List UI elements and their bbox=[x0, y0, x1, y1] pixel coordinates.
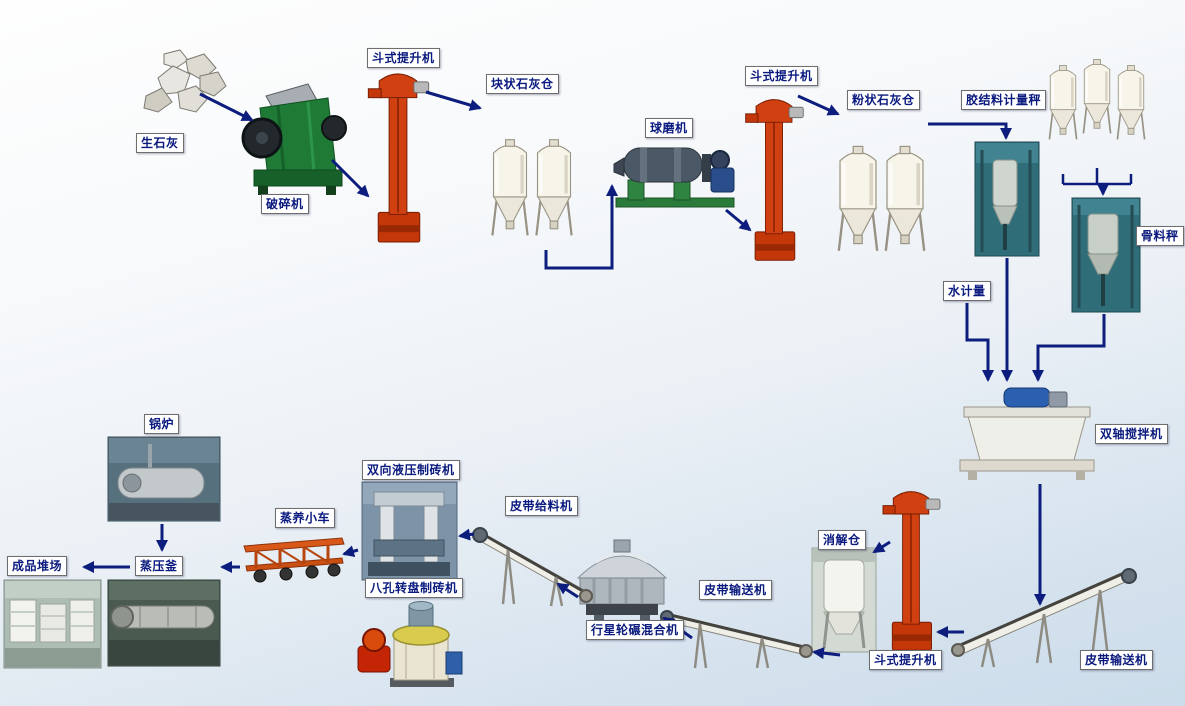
product-yard-image bbox=[3, 579, 102, 669]
arrow-aggregate-scale-to-mixer bbox=[1032, 314, 1106, 382]
binder-scale-image bbox=[974, 141, 1040, 257]
label-aggregate-scale: 骨料秤 bbox=[1136, 226, 1184, 246]
label-bucket-elevator-2: 斗式提升机 bbox=[745, 66, 818, 86]
label-bucket-elevator-1: 斗式提升机 bbox=[367, 48, 440, 68]
ball-mill-image bbox=[613, 147, 735, 208]
arrow-elevator3-to-slaking-silo bbox=[872, 540, 891, 554]
crusher-image bbox=[241, 83, 347, 195]
aggregate-silo-image bbox=[1049, 65, 1076, 139]
label-planetary-mixer: 行星轮碾混合机 bbox=[586, 620, 684, 640]
label-twin-shaft-mixer: 双轴搅拌机 bbox=[1095, 424, 1168, 444]
arrow-elevator1-to-lump-silo bbox=[425, 90, 482, 111]
label-belt-feeder: 皮带给料机 bbox=[505, 496, 578, 516]
boiler-image bbox=[107, 436, 221, 522]
arrow-ball-mill-to-elevator2 bbox=[725, 208, 752, 232]
arrow-crusher-to-elevator1 bbox=[330, 158, 370, 198]
belt-feeder-image bbox=[472, 527, 593, 607]
belt-conveyor-mid-image bbox=[660, 610, 813, 669]
label-belt-conveyor-right: 皮带输送机 bbox=[1080, 650, 1153, 670]
label-bucket-elevator-3: 斗式提升机 bbox=[869, 650, 942, 670]
rotary-brick-press-image bbox=[357, 601, 463, 687]
aggregate-silo-image bbox=[1083, 59, 1110, 133]
label-ball-mill: 球磨机 bbox=[645, 118, 693, 138]
slaking-silo-image bbox=[811, 547, 877, 653]
label-slaking-silo: 消解仓 bbox=[818, 530, 866, 550]
label-water-metering: 水计量 bbox=[943, 281, 991, 301]
aggregate-silo-image bbox=[1117, 65, 1144, 139]
label-hydraulic-press: 双向液压制砖机 bbox=[362, 460, 460, 480]
label-belt-conveyor-mid: 皮带输送机 bbox=[699, 580, 772, 600]
bucket-elevator-3-image bbox=[882, 490, 941, 652]
arrow-slaking-silo-to-conveyor-mid bbox=[812, 647, 841, 660]
powder-lime-silo-image bbox=[886, 146, 924, 250]
belt-conveyor-right-image bbox=[951, 568, 1137, 668]
manifold-aggregate-silos bbox=[1061, 168, 1133, 186]
label-rotary-press: 八孔转盘制砖机 bbox=[365, 578, 463, 598]
arrow-quicklime-to-crusher bbox=[199, 92, 254, 122]
label-crusher: 破碎机 bbox=[261, 194, 309, 214]
label-powder-lime-silo: 粉状石灰仓 bbox=[847, 90, 920, 110]
arrow-lump-silo-to-ball-mill bbox=[544, 184, 618, 270]
steam-curing-cart-image bbox=[243, 537, 345, 583]
powder-lime-silo-image bbox=[839, 146, 877, 250]
label-boiler: 锅炉 bbox=[144, 414, 180, 434]
planetary-mixer-image bbox=[576, 539, 668, 624]
aggregate-scale-image bbox=[1071, 197, 1141, 313]
arrow-powder-silo-to-binder-scale bbox=[928, 122, 1012, 140]
arrow-planetary-mixer-to-feeder bbox=[556, 582, 579, 599]
label-steam-cart: 蒸养小车 bbox=[275, 508, 336, 528]
autoclave-image bbox=[107, 579, 221, 667]
quicklime-image bbox=[143, 49, 227, 113]
bucket-elevator-1-image bbox=[367, 72, 430, 244]
label-quicklime: 生石灰 bbox=[136, 133, 184, 153]
label-lump-lime-silo: 块状石灰仓 bbox=[486, 74, 559, 94]
lump-lime-silo-image bbox=[536, 140, 571, 236]
bucket-elevator-2-image bbox=[744, 98, 805, 262]
arrow-elevator2-to-powder-silo bbox=[797, 94, 840, 116]
label-autoclave: 蒸压釜 bbox=[135, 556, 183, 576]
lump-lime-silo-image bbox=[492, 140, 527, 236]
arrow-feeder-to-press bbox=[458, 528, 475, 541]
label-product-yard: 成品堆场 bbox=[7, 556, 68, 576]
arrow-water-to-mixer bbox=[965, 303, 994, 382]
twin-shaft-mixer-image bbox=[959, 387, 1095, 480]
label-binder-scale: 胶结料计量秤 bbox=[961, 90, 1047, 110]
arrow-press-to-cart bbox=[342, 545, 359, 558]
hydraulic-press-image bbox=[361, 481, 458, 581]
